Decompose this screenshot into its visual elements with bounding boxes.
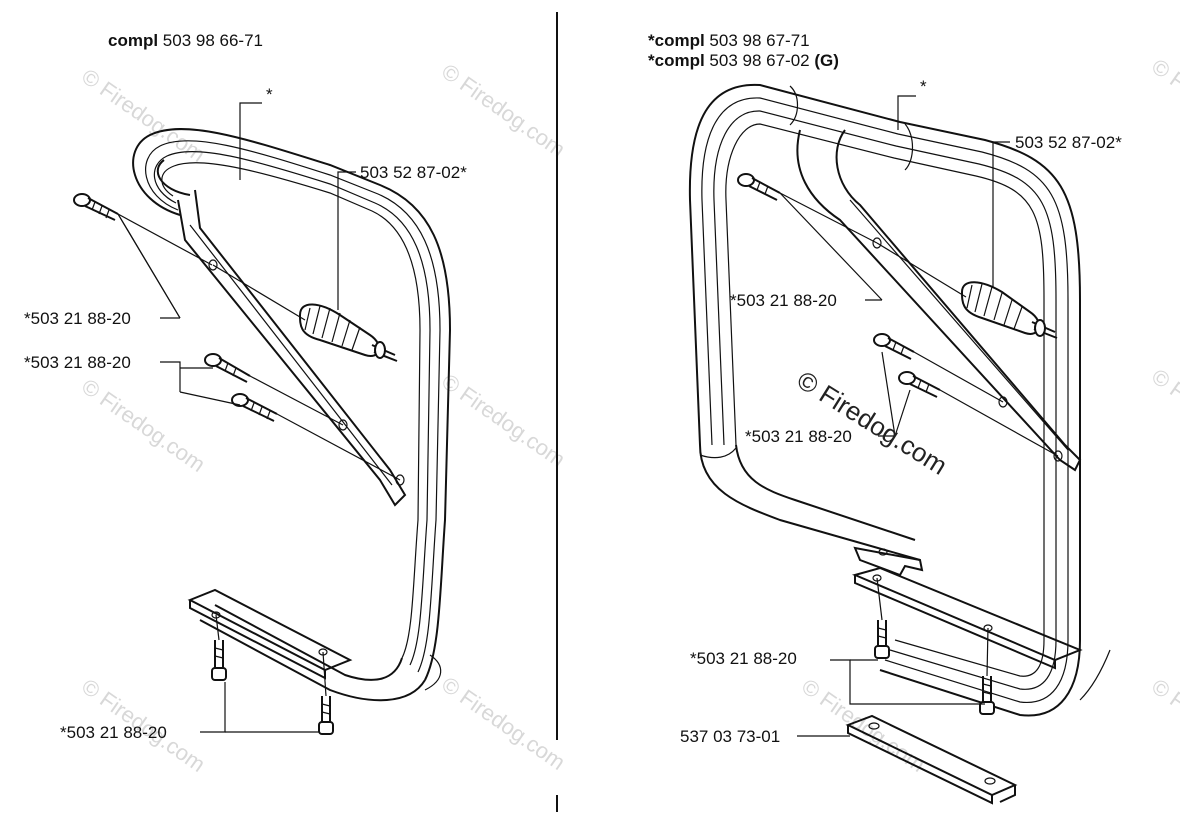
right-screws	[737, 173, 995, 715]
right-dampener	[960, 281, 1058, 339]
watermark-overlay-text: © Firedog.com	[792, 365, 953, 481]
left-handle-bar	[132, 128, 452, 702]
left-label-screw-lower: *503 21 88-20	[60, 723, 167, 742]
right-label-plate: 537 03 73-01	[680, 727, 780, 746]
right-panel: *compl 503 98 67-71 *compl 503 98 67-02 …	[648, 31, 1122, 805]
right-handle-bar	[688, 83, 1111, 717]
right-label-screw-lower: *503 21 88-20	[690, 649, 797, 668]
watermark-text: © Firedog.com	[797, 674, 930, 777]
right-label-asterisk: *	[920, 77, 927, 96]
left-label-asterisk: *	[266, 85, 273, 104]
left-label-screw-upper: *503 21 88-20	[24, 309, 131, 328]
left-panel: compl 503 98 66-71	[24, 31, 467, 742]
right-leaders	[779, 95, 1059, 737]
right-label-dampener: 503 52 87-02*	[1015, 133, 1122, 152]
watermark-text: © Firedog.com	[437, 369, 570, 472]
left-assembly-title: compl 503 98 66-71	[108, 31, 263, 50]
right-assembly-title-1: *compl 503 98 67-71	[648, 31, 810, 50]
watermark-text: © Firedog.com	[1147, 674, 1180, 777]
left-label-screw-middle: *503 21 88-20	[24, 353, 131, 372]
right-assembly-title-2: *compl 503 98 67-02 (G)	[648, 51, 839, 70]
watermark-text: © Firedog.com	[1147, 54, 1180, 157]
watermark-text: © Firedog.com	[77, 374, 210, 477]
left-dampener	[298, 303, 398, 362]
watermark-layer: © Firedog.com © Firedog.com © Firedog.co…	[77, 54, 1180, 777]
left-leaders	[117, 102, 401, 733]
right-spacer-plate	[845, 714, 1018, 805]
watermark-text: © Firedog.com	[437, 59, 570, 162]
watermark-text: © Firedog.com	[437, 672, 570, 775]
left-label-dampener: 503 52 87-02*	[360, 163, 467, 182]
left-screws	[73, 193, 334, 735]
watermark-text: © Firedog.com	[1147, 364, 1180, 467]
right-label-screw-upper: *503 21 88-20	[730, 291, 837, 310]
right-label-screw-middle: *503 21 88-20	[745, 427, 852, 446]
